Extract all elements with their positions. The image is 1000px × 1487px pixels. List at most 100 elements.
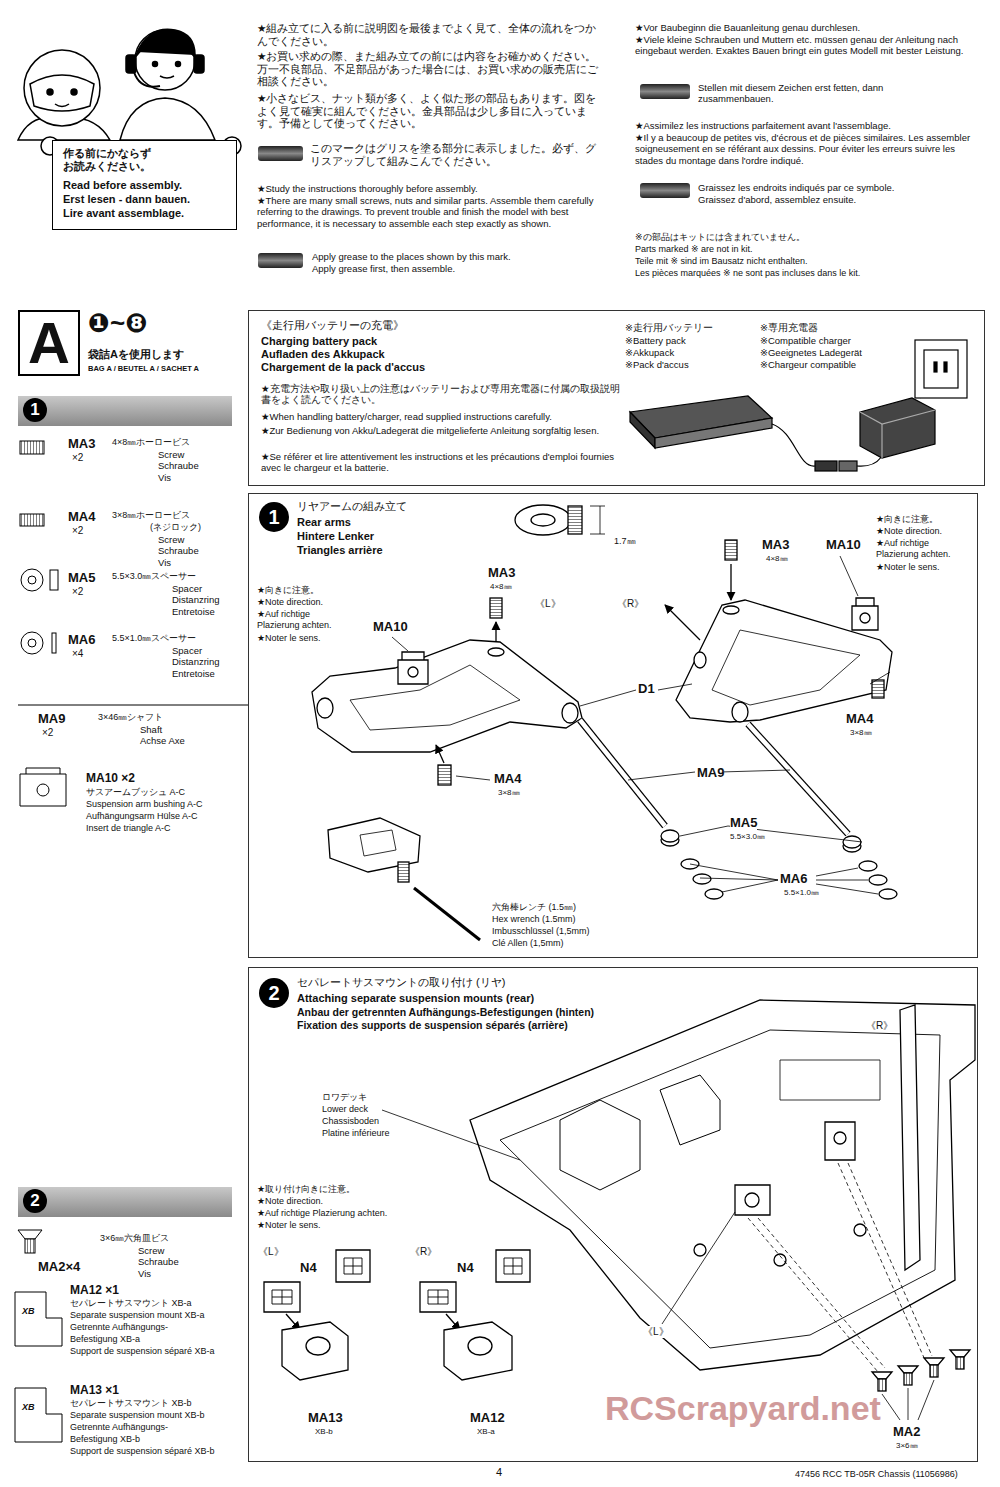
chassis-drawing <box>956 1357 964 1369</box>
section-text: ★When handling battery/charger, read sup… <box>261 411 651 422</box>
chassis-drawing <box>420 1282 456 1312</box>
caption-text: Lower deck <box>322 1104 368 1115</box>
part-icons <box>20 514 44 526</box>
rear-arm-drawing <box>580 720 665 826</box>
caption-text: Spacer Distanzring Entretoise <box>172 583 230 617</box>
rear-arm-drawing <box>661 830 679 842</box>
caption-text: ※Compatible charger <box>760 335 851 346</box>
part-code: MA2 <box>893 1424 920 1440</box>
section-title: 《走行用バッテリーの充電》 <box>261 319 404 332</box>
chassis-drawing <box>780 1060 880 1100</box>
section-text: セパレートサスマウントの取り付け (リヤ) <box>297 976 505 989</box>
rear-arm-drawing <box>408 667 418 677</box>
rear-arm-drawing <box>562 703 578 723</box>
caption-text: 《L》 <box>258 1246 284 1258</box>
rear-arm-drawing <box>515 505 571 535</box>
part-code: MA3 <box>488 565 515 581</box>
section-title: 作る前にかならずお読みください。 <box>63 147 155 173</box>
part-icons <box>28 576 36 584</box>
part-icons <box>15 1388 62 1442</box>
caption-text: Hex wrench (1.5mm) <box>492 914 576 925</box>
part-icons <box>20 768 66 806</box>
caption-text: 《L》 <box>535 598 561 610</box>
part-icons <box>18 1230 42 1239</box>
chassis-drawing <box>344 1258 362 1274</box>
battery-panel: 《走行用バッテリーの充電》Charging battery packAuflad… <box>248 310 985 486</box>
chassis-drawing <box>560 1100 640 1190</box>
grease-mark <box>640 183 690 198</box>
rear-arm-drawing <box>438 765 451 785</box>
section-text: ❶~❽ <box>88 308 147 339</box>
chassis-drawing <box>694 1244 706 1256</box>
battery-charger <box>881 424 882 458</box>
grease-mark <box>258 253 303 268</box>
rear-arm-drawing <box>490 598 502 618</box>
chassis-drawing <box>748 1218 885 1372</box>
rear-arm-drawing <box>694 652 706 668</box>
section-text: Read before assembly. <box>63 179 182 192</box>
caption-text: Apply grease to the places shown by this… <box>312 251 511 262</box>
caption-text: Imbusschlüssel (1,5mm) <box>492 926 590 937</box>
caption-text: ※Battery pack <box>625 335 686 346</box>
mechanic-cartoon <box>153 62 158 67</box>
rear-arm-drawing <box>456 776 490 780</box>
caption-text: Screw Schraube Vis <box>158 449 210 483</box>
mechanic-cartoon <box>160 76 174 78</box>
rear-arm-drawing <box>392 637 408 651</box>
part-icons <box>15 1292 62 1346</box>
caption-text: ★Note direction. <box>257 597 323 608</box>
notice-sign: 作る前にかならずお読みください。 Read before assembly.Ers… <box>52 140 237 230</box>
caption-text: ×2 <box>72 586 83 598</box>
caption-text: (ネジロック) <box>150 522 201 533</box>
section-text: Hintere Lenker <box>297 530 374 543</box>
section-text: Anbau der getrennten Aufhängungs-Befesti… <box>297 1006 594 1019</box>
chassis-drawing <box>470 1000 975 1370</box>
caption-text: 5.5×1.0㎜ <box>784 888 819 898</box>
caption-text: 3×46㎜シャフト <box>98 712 163 723</box>
caption-text: ★小さなビス、ナット類が多く、よく似た形の部品もあります。図をよく見て確実に組ん… <box>257 92 602 130</box>
part-code: N4 <box>457 1260 474 1276</box>
rear-arm-drawing <box>360 830 396 856</box>
part-code: MA12 <box>470 1410 505 1426</box>
rear-arm-drawing <box>590 506 605 534</box>
caption-text: 《R》 <box>866 1020 893 1032</box>
chassis-drawing <box>950 1350 970 1357</box>
caption-text: Befestigung XB-a <box>70 1334 140 1345</box>
section-text: Rear arms <box>297 516 351 529</box>
mechanic-cartoon <box>18 29 241 155</box>
section-text: Lire avant assemblage. <box>63 207 184 220</box>
chassis-drawing <box>496 1250 530 1282</box>
chassis-drawing <box>468 1337 492 1355</box>
caption-text: Getrennte Aufhängungs- <box>70 1422 168 1433</box>
chassis-drawing <box>264 1282 300 1312</box>
part-icons <box>21 632 43 654</box>
rear-arm-drawing <box>705 889 723 899</box>
caption-text: 5.5×3.0㎜スペーサー <box>112 571 196 582</box>
part-icons <box>18 705 248 706</box>
section-text: Erst lesen - dann bauen. <box>63 193 190 206</box>
caption-text: 4×8㎜ホーロービス <box>112 437 190 448</box>
chassis-drawing <box>882 1380 934 1420</box>
caption-text: ロワデッキ <box>322 1092 367 1103</box>
step-number: 2 <box>23 1189 47 1213</box>
rear-arm-drawing <box>872 680 884 698</box>
chassis-drawing <box>660 1075 720 1145</box>
mechanic-cartoon <box>47 89 53 95</box>
caption-text: XB <box>22 1402 35 1413</box>
chassis-drawing <box>382 1110 520 1160</box>
chassis-drawing <box>272 1290 292 1304</box>
section-text: Triangles arrière <box>297 544 383 557</box>
part-code: N4 <box>300 1260 317 1276</box>
chassis-drawing <box>662 1212 735 1324</box>
rear-arm-drawing <box>580 720 665 826</box>
chassis-drawing <box>834 1132 846 1144</box>
caption-text: ×4 <box>72 648 83 660</box>
part-code: MA9 <box>697 765 724 781</box>
caption-text: 3×8㎜ホーロービス <box>112 510 190 521</box>
rear-arm-drawing <box>436 745 444 763</box>
caption-text: Parts marked ※ are not in kit. <box>635 244 753 255</box>
caption-text: Platine inférieure <box>322 1128 390 1139</box>
parts-bar: 1 <box>18 396 232 426</box>
caption-text: Graissez les endroits indiqués par ce sy… <box>698 182 894 193</box>
rear-arm-drawing <box>568 506 582 534</box>
